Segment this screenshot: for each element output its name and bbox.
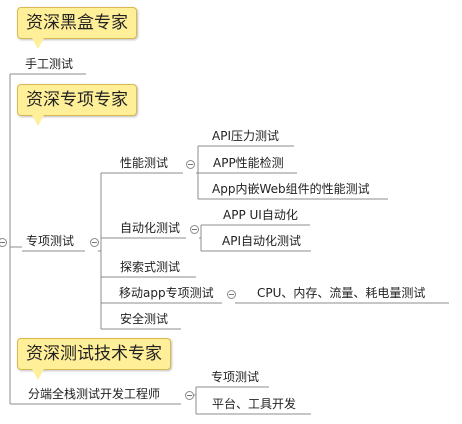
callout-text: 资深专项专家 (26, 90, 128, 110)
node-app-perf-check[interactable]: APP性能检测 (213, 156, 284, 170)
node-mobile-metrics-testing[interactable]: CPU、内存、流量、耗电量测试 (257, 286, 426, 300)
callout-tail (32, 369, 44, 380)
node-special-testing[interactable]: 专项测试 (26, 234, 75, 248)
node-platform-tools-dev[interactable]: 平台、工具开发 (212, 397, 297, 411)
node-app-ui-automation[interactable]: APP UI自动化 (223, 208, 298, 222)
node-full-stack-engineer[interactable]: 分端全栈测试开发工程师 (28, 387, 161, 401)
node-app-web-perf-testing[interactable]: App内嵌Web组件的性能测试 (212, 182, 370, 196)
node-manual-testing[interactable]: 手工测试 (25, 57, 74, 71)
node-special-test-sub[interactable]: 专项测试 (211, 370, 260, 384)
collapse-root-icon[interactable] (0, 238, 7, 247)
collapse-mobile-app-icon[interactable] (227, 290, 236, 299)
collapse-automation-icon[interactable] (190, 225, 199, 234)
node-api-stress-testing[interactable]: API压力测试 (212, 129, 279, 143)
collapse-full-stack-icon[interactable] (185, 391, 194, 400)
node-api-automation[interactable]: API自动化测试 (222, 234, 301, 248)
callout-black-box-expert: 资深黑盒专家 (17, 7, 137, 49)
node-exploratory-testing[interactable]: 探索式测试 (120, 260, 181, 274)
callout-tail (32, 38, 44, 49)
callout-text: 资深黑盒专家 (26, 13, 128, 33)
callout-tail (32, 115, 44, 126)
collapse-special-testing-icon[interactable] (90, 238, 99, 247)
callout-text: 资深测试技术专家 (26, 344, 162, 364)
node-performance-testing[interactable]: 性能测试 (120, 156, 169, 170)
node-security-testing[interactable]: 安全测试 (120, 312, 169, 326)
callout-specialist-expert: 资深专项专家 (17, 84, 137, 126)
collapse-performance-icon[interactable] (186, 160, 195, 169)
node-mobile-app-testing[interactable]: 移动app专项测试 (119, 286, 214, 300)
callout-test-tech-expert: 资深测试技术专家 (17, 338, 171, 380)
node-automation-testing[interactable]: 自动化测试 (120, 221, 181, 235)
